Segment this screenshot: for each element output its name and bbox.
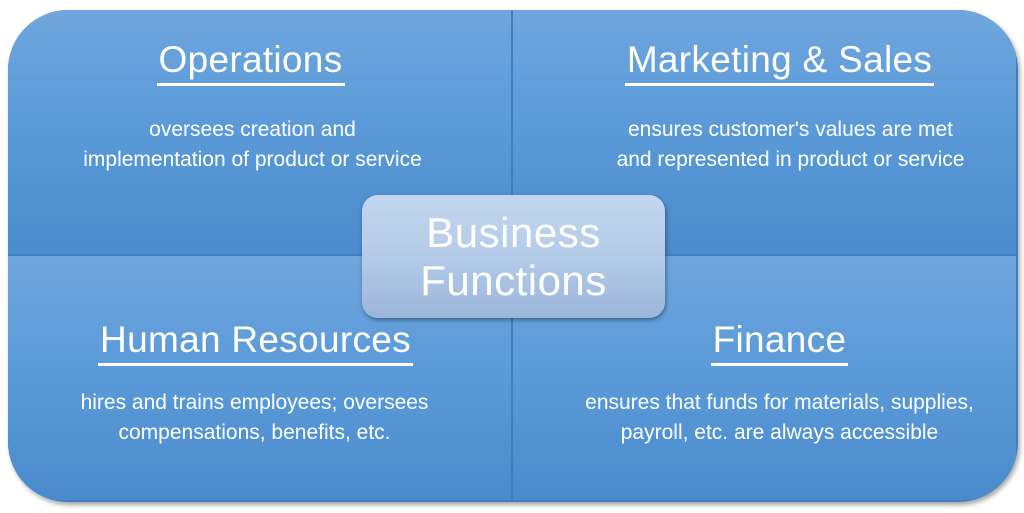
quadrant-title: Human Resources [8, 318, 511, 366]
quadrant-description: oversees creation and implementation of … [8, 115, 511, 175]
quadrant-operations: Operations oversees creation and impleme… [8, 10, 511, 254]
center-label-box: Business Functions [362, 195, 665, 318]
center-label-line-1: Business [426, 208, 601, 256]
hr-desc-line-1: hires and trains employees; oversees [80, 391, 429, 414]
quadrant-title: Marketing & Sales [543, 38, 1016, 86]
center-label-line-2: Functions [420, 256, 607, 304]
operations-desc-line-2: implementation of product or service [83, 148, 422, 171]
marketing-desc-line-2: and represented in product or service [616, 148, 965, 171]
operations-title: Operations [156, 40, 345, 86]
human-resources-title: Human Resources [98, 320, 413, 366]
finance-desc-line-2: payroll, etc. are always accessible [620, 421, 939, 444]
marketing-desc-line-1: ensures customer's values are met [628, 118, 953, 141]
marketing-sales-title: Marketing & Sales [624, 40, 935, 86]
quadrant-title: Operations [8, 38, 511, 86]
operations-desc-line-1: oversees creation and [149, 118, 356, 141]
hr-desc-line-2: compensations, benefits, etc. [118, 421, 391, 444]
quadrant-description: hires and trains employees; oversees com… [8, 388, 511, 448]
finance-title: Finance [710, 320, 849, 366]
finance-desc-line-1: ensures that funds for materials, suppli… [585, 391, 974, 414]
quadrant-description: ensures that funds for materials, suppli… [543, 388, 1016, 448]
quadrant-description: ensures customer's values are met and re… [565, 115, 1016, 175]
quadrant-title: Finance [543, 318, 1016, 366]
